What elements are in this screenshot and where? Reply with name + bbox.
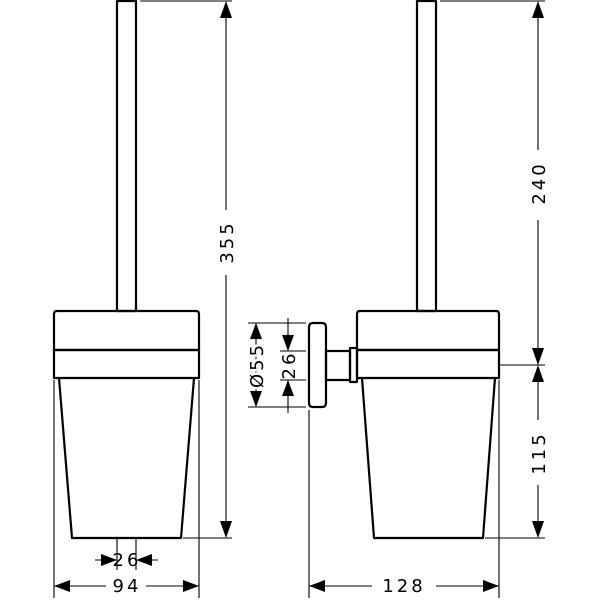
dim-d55-arrow-top: [250, 323, 262, 339]
dim-355-arrow-bottom: [220, 521, 232, 538]
dim-26-front-label: 26: [113, 550, 142, 571]
front-lid: [52, 309, 201, 352]
dim-240-arrow-bottom: [532, 348, 544, 365]
side-lid: [355, 309, 501, 352]
dim-355-label: 355: [217, 220, 238, 263]
dim-355-arrow-top: [220, 1, 232, 18]
dim-128-arrow-left: [309, 580, 325, 592]
front-view: 355 26 94: [52, 0, 238, 598]
side-glass: [360, 377, 497, 540]
dim-26-arrow-right: [136, 554, 152, 566]
front-holder-ring: [52, 348, 201, 380]
side-brush-handle: [415, 0, 438, 313]
dim-26-arrow-left: [101, 554, 117, 566]
dim-94-arrow-right: [183, 580, 199, 592]
front-glass: [57, 377, 196, 540]
dim-d55-label: Ø55: [247, 342, 268, 388]
side-view: 240 115 128 Ø55 26: [245, 0, 550, 598]
side-holder-ring: [355, 348, 501, 380]
wall-rosette: [307, 321, 328, 409]
dim-240-label: 240: [529, 161, 550, 204]
dim-94-label: 94: [113, 576, 142, 597]
dim-128-label: 128: [382, 576, 425, 597]
dim-128-arrow-right: [483, 580, 499, 592]
dim-115-label: 115: [529, 431, 550, 474]
dim-26-side-arrow-top: [282, 335, 294, 351]
connecting-arm: [324, 349, 352, 382]
dim-240-arrow-top: [532, 1, 544, 18]
dim-26-side-arrow-bottom: [282, 380, 294, 396]
front-brush-handle: [115, 0, 138, 313]
dim-26-side-label: 26: [279, 351, 300, 380]
dim-115-arrow-top: [532, 365, 544, 382]
dim-115-arrow-bottom: [532, 521, 544, 538]
dim-d55-arrow-bottom: [250, 391, 262, 407]
dim-94-arrow-left: [54, 580, 70, 592]
